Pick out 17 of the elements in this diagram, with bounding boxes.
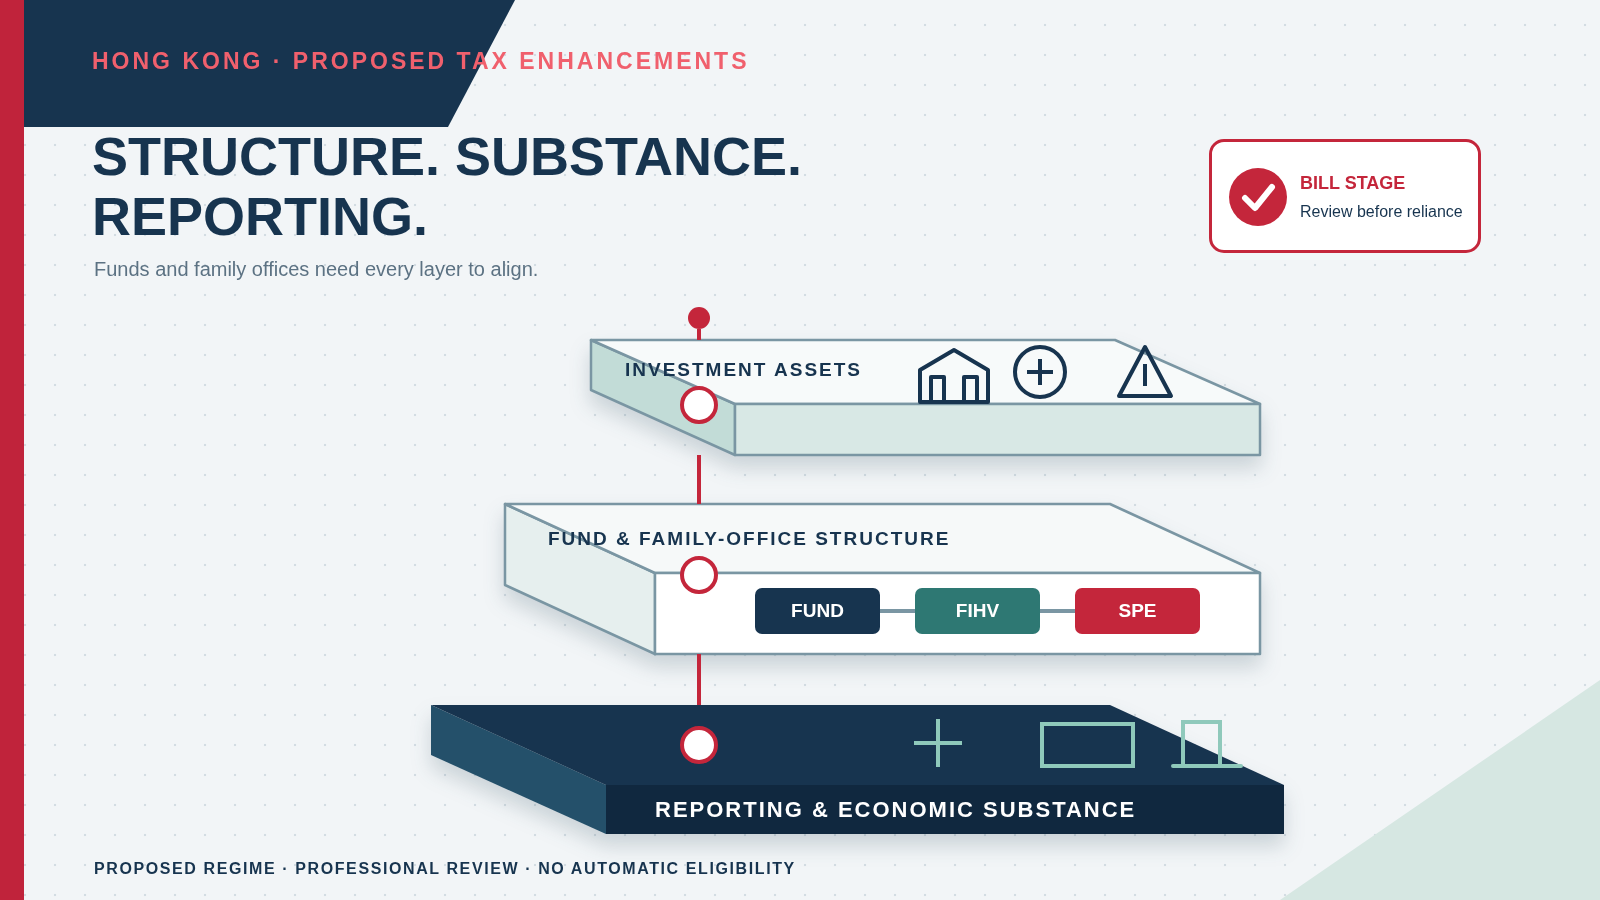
entity-chip: FUND (755, 588, 880, 634)
connector-line (1040, 609, 1075, 613)
connector-line (880, 609, 915, 613)
entity-chip: FIHV (915, 588, 1040, 634)
badge-title: BILL STAGE (1300, 173, 1406, 194)
spine-line (697, 654, 701, 705)
title: STRUCTURE. SUBSTANCE. REPORTING. (92, 126, 803, 247)
entity-chip: SPE (1075, 588, 1200, 634)
subtitle: Funds and family offices need every layer to align. (94, 258, 539, 281)
spine-line (697, 329, 701, 340)
spine-line (697, 455, 701, 504)
footer-text: PROPOSED REGIME · PROFESSIONAL REVIEW · NO AUTOMATIC ELIGIBILITY (94, 860, 796, 878)
layer-label: REPORTING & ECONOMIC SUBSTANCE (655, 797, 1137, 823)
status-badge (1209, 139, 1481, 253)
spine-dot (688, 307, 710, 329)
layer-label: FUND & FAMILY-OFFICE STRUCTURE (548, 528, 951, 550)
badge-text: Review before reliance (1300, 203, 1463, 221)
